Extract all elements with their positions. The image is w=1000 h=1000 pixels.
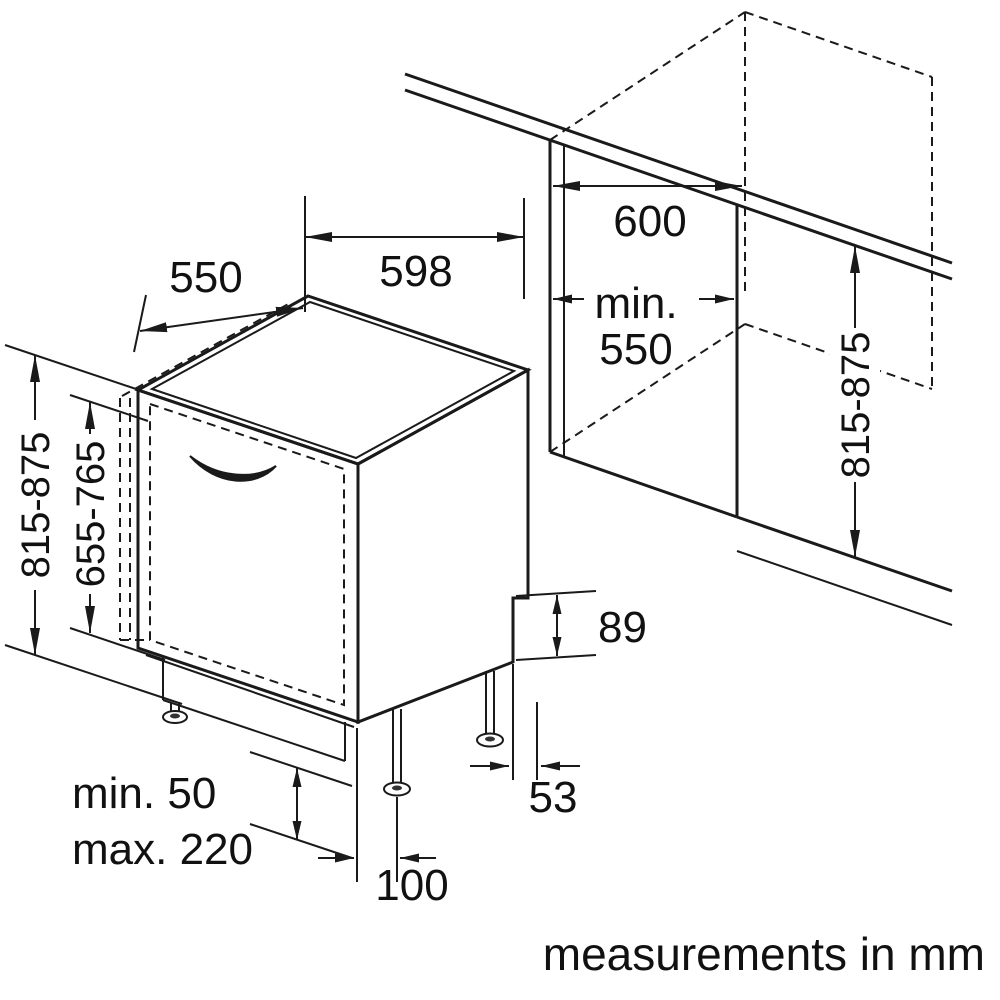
plinth-max-label: max. 220 <box>72 825 253 874</box>
dishwasher-body <box>119 294 532 797</box>
dim-appliance-depth <box>133 196 306 353</box>
dishwasher-side-panel <box>356 367 530 725</box>
appliance-width-label: 598 <box>379 247 452 296</box>
dim-niche-height <box>830 246 880 557</box>
leveling-foot-rear <box>476 671 504 748</box>
niche-height-label: 815-875 <box>834 332 878 479</box>
dim-rear-foot-offset <box>470 664 580 780</box>
dishwasher-top-face <box>134 294 532 466</box>
front-foot-offset-label: 100 <box>375 861 448 910</box>
dim-appliance-height <box>4 344 183 705</box>
countertop-lines <box>404 72 953 281</box>
leveling-foot-front-left <box>162 702 188 724</box>
furniture-door-dashed <box>119 301 345 707</box>
niche-depth-label: 600 <box>613 197 686 246</box>
leveling-foot-front-right <box>383 709 411 797</box>
door-handle-icon <box>189 455 277 482</box>
dim-door-panel-height <box>68 394 166 661</box>
niche-outline <box>548 140 953 626</box>
niche-min-width-label-line2: 550 <box>599 325 672 374</box>
dim-front-foot-offset <box>318 728 436 882</box>
dim-appliance-width <box>305 198 525 299</box>
niche-min-width-label-line1: min. <box>594 279 677 328</box>
plinth-recess <box>162 656 346 762</box>
plinth-min-label: min. 50 <box>72 769 216 818</box>
door-panel-height-label: 655-765 <box>69 441 113 588</box>
appliance-depth-label: 550 <box>169 253 242 302</box>
appliance-height-label: 815-875 <box>14 432 58 579</box>
dishwasher-front-door <box>136 387 360 728</box>
dim-plinth-range <box>249 751 353 859</box>
dim-base-step <box>515 590 597 661</box>
rear-foot-offset-label: 53 <box>529 773 578 822</box>
units-note: measurements in mm <box>543 928 985 980</box>
base-step-label: 89 <box>598 603 647 652</box>
